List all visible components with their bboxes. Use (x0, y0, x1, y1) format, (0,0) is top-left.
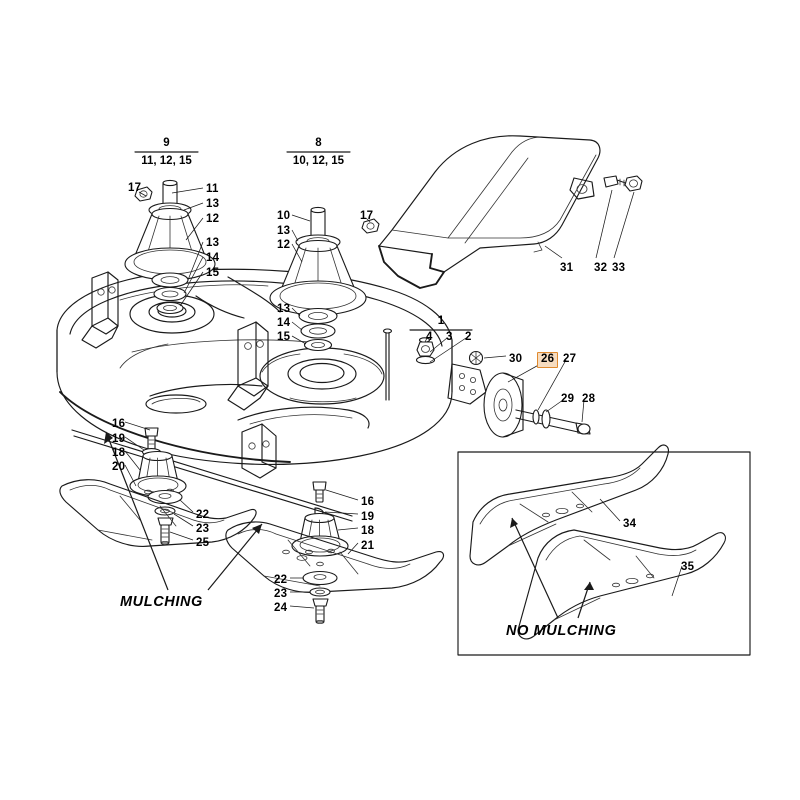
part-30-bolt (468, 350, 484, 366)
callout-part-23: 23 (196, 523, 210, 535)
center-blade-hub (291, 481, 349, 557)
callout-part-12: 12 (277, 239, 291, 251)
callout-part-26: 26 (537, 352, 559, 368)
left-pulley-assembly (124, 179, 216, 315)
belt-pulley-group (483, 372, 591, 438)
callout-part-13: 13 (206, 198, 220, 210)
callout-part-33: 33 (612, 262, 626, 274)
callout-part-13: 13 (277, 225, 291, 237)
mulching-blade-left (59, 479, 257, 547)
callout-part-27: 27 (563, 353, 577, 365)
group-bracket-lines (134, 151, 473, 331)
callout-part-30: 30 (509, 353, 523, 365)
callout-part-4: 4 (426, 331, 433, 343)
callout-part-35: 35 (681, 561, 695, 573)
callout-part-21: 21 (361, 540, 375, 552)
callout-part-22: 22 (274, 574, 288, 586)
callout-part-29: 29 (561, 393, 575, 405)
callout-part-13: 13 (277, 303, 291, 315)
center-pulley-assembly (269, 206, 380, 352)
callout-part-19: 19 (112, 433, 126, 445)
callout-part-10: 10 (277, 210, 291, 222)
callout-part-15: 15 (277, 331, 291, 343)
group-numerator-group-idler: 1 (437, 315, 445, 327)
callout-part-19: 19 (361, 511, 375, 523)
callout-part-2: 2 (465, 331, 472, 343)
no-mulching-inset (457, 444, 751, 656)
callout-part-17: 17 (128, 182, 142, 194)
callout-part-28: 28 (582, 393, 596, 405)
group-numerator-group-left-pulley: 9 (163, 137, 170, 149)
no-mulching-label: NO MULCHING (506, 623, 617, 639)
mower-deck-body (56, 268, 487, 522)
callout-part-32: 32 (594, 262, 608, 274)
chute-fasteners (603, 175, 643, 192)
mulching-arrows (104, 431, 263, 591)
callout-part-16: 16 (361, 496, 375, 508)
callout-part-14: 14 (206, 252, 220, 264)
callout-part-14: 14 (277, 317, 291, 329)
callout-part-16: 16 (112, 418, 126, 430)
callout-part-25: 25 (196, 537, 210, 549)
callout-part-13: 13 (206, 237, 220, 249)
group-denominator-group-left-pulley: 11, 12, 15 (141, 155, 192, 167)
callout-part-31: 31 (560, 262, 574, 274)
callout-part-18: 18 (112, 447, 126, 459)
idler-bolt-group (382, 328, 436, 401)
leader-lines (124, 187, 635, 609)
group-denominator-group-center-pulley: 10, 12, 15 (292, 155, 345, 167)
callout-part-23: 23 (274, 588, 288, 600)
discharge-chute (378, 135, 601, 289)
callout-part-24: 24 (274, 602, 288, 614)
callout-part-22: 22 (196, 509, 210, 521)
callout-part-34: 34 (623, 518, 637, 530)
callout-part-17: 17 (360, 210, 374, 222)
callout-part-3: 3 (446, 331, 453, 343)
mulching-label: MULCHING (120, 594, 203, 610)
callout-part-11: 11 (206, 183, 219, 195)
center-blade-fasteners (302, 570, 338, 625)
callout-part-12: 12 (206, 213, 220, 225)
group-numerator-group-center-pulley: 8 (315, 137, 322, 149)
callout-part-15: 15 (206, 267, 220, 279)
callout-part-20: 20 (112, 461, 126, 473)
callout-part-18: 18 (361, 525, 375, 537)
